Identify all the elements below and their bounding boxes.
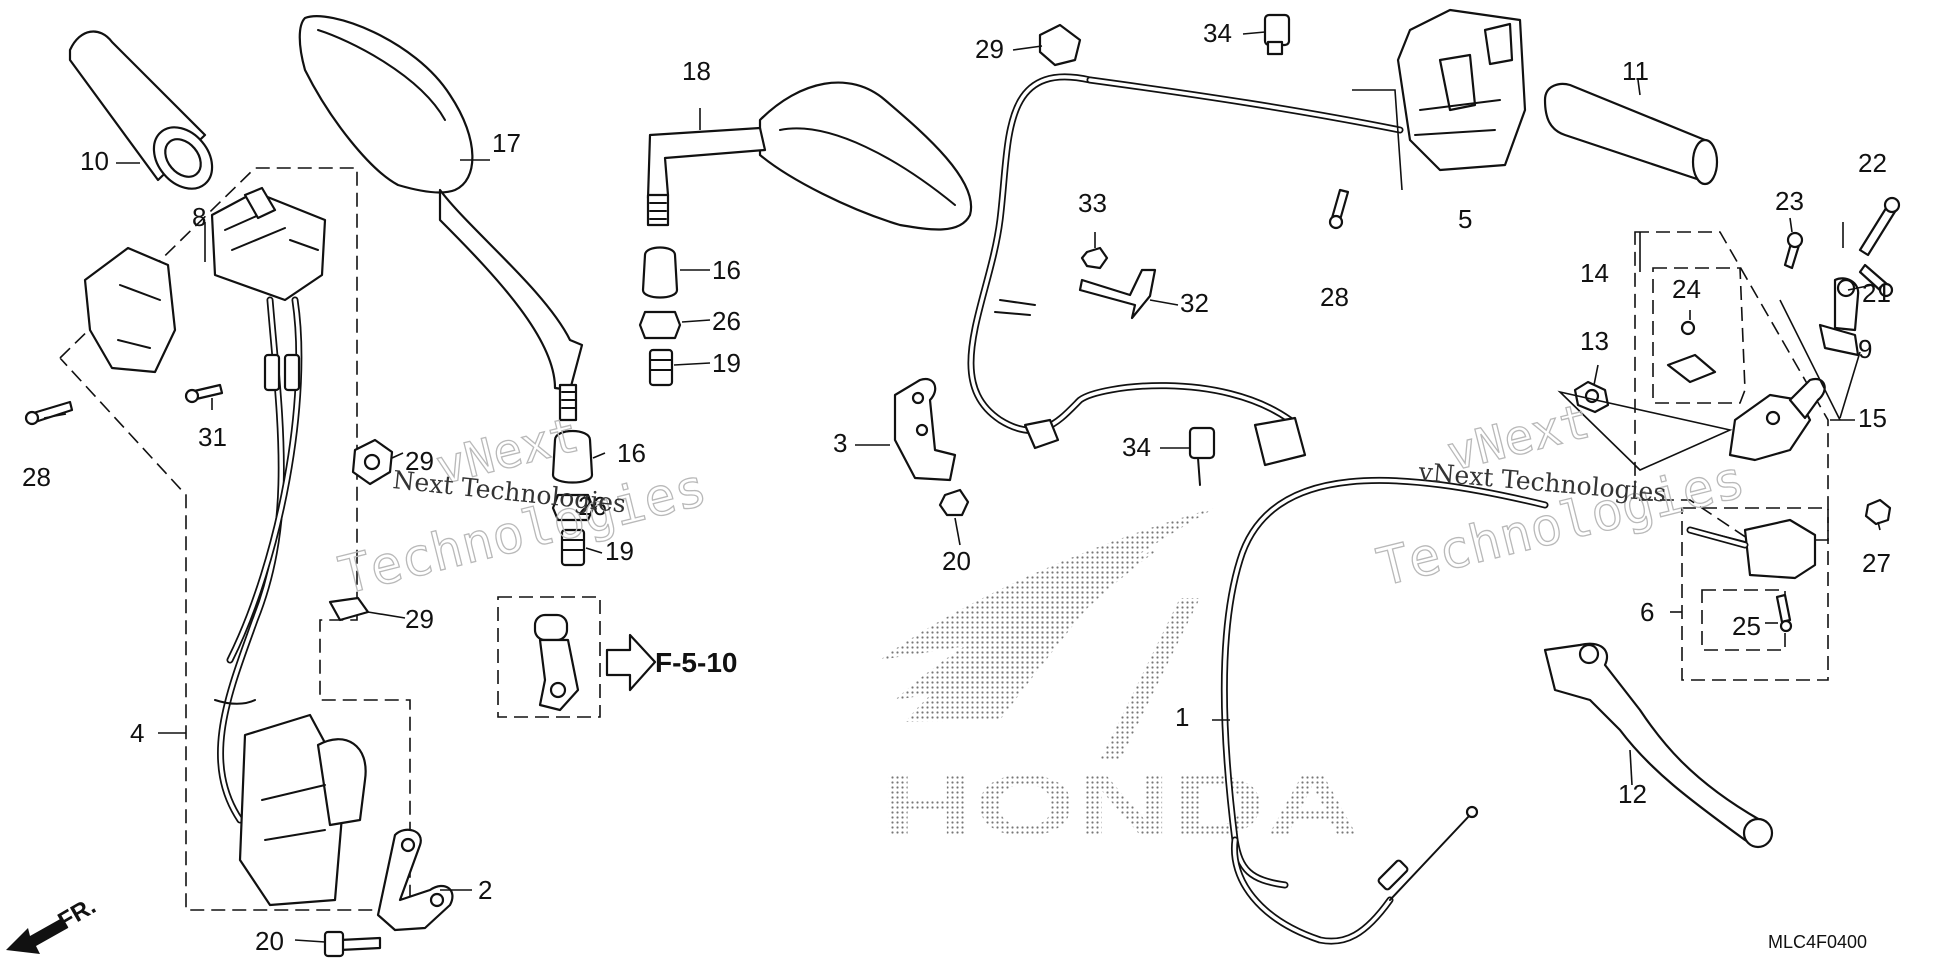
callout-6: 6 [1640, 597, 1654, 627]
callout-18: 18 [682, 56, 711, 86]
lever-bracket-reference-part [533, 613, 580, 712]
callout-16b: 16 [617, 438, 646, 468]
callout-19b: 19 [605, 536, 634, 566]
clamp-bolt[interactable] [1080, 246, 1109, 270]
callout-1: 1 [1175, 702, 1189, 732]
connector-top[interactable] [1263, 13, 1291, 56]
reference-label[interactable]: F-5-10 [655, 647, 737, 678]
right-switch-harness[interactable] [967, 73, 1404, 467]
callout-24: 24 [1672, 274, 1701, 304]
mirror-boot-lower[interactable] [551, 429, 594, 484]
callout-22: 22 [1858, 148, 1887, 178]
holder-bolt-long[interactable] [1858, 196, 1901, 257]
callout-29c: 29 [975, 34, 1004, 64]
callout-29b: 29 [405, 604, 434, 634]
clutch-lever[interactable] [1543, 642, 1774, 849]
harness-bracket[interactable] [893, 377, 957, 482]
right-mirror[interactable] [646, 81, 973, 231]
callout-17: 17 [492, 128, 521, 158]
callout-5: 5 [1458, 204, 1472, 234]
harness-clamp[interactable] [1078, 268, 1157, 320]
leader-lines [43, 31, 1881, 943]
callout-11: 11 [1622, 56, 1649, 86]
callout-28a: 28 [22, 462, 51, 492]
reference-arrow [605, 633, 657, 692]
clutch-switch[interactable] [1686, 518, 1817, 580]
callout-26a: 26 [712, 306, 741, 336]
mirror-adapter-lower[interactable] [560, 528, 586, 567]
callout-32: 32 [1180, 288, 1209, 318]
callout-10: 10 [80, 146, 109, 176]
right-grip[interactable] [1543, 82, 1719, 186]
clutch-lever-bracket[interactable] [1728, 377, 1826, 462]
mirror-nut-lower[interactable] [551, 493, 595, 522]
callout-numbers: 1 2 3 4 5 6 8 9 10 11 12 13 14 15 16 16 … [22, 18, 1891, 956]
holder-bolt-short[interactable] [1858, 263, 1894, 298]
callout-28b: 28 [1320, 282, 1349, 312]
wire-clip-left-upper[interactable] [351, 438, 394, 486]
callout-26b: 26 [578, 491, 607, 521]
clutch-holder-clamp[interactable] [1818, 277, 1860, 357]
diagram-code: MLC4F0400 [1768, 932, 1867, 952]
callout-34a: 34 [1203, 18, 1232, 48]
callout-14: 14 [1580, 258, 1609, 288]
left-mirror[interactable] [298, 15, 584, 422]
lever-pivot-bolt[interactable] [1783, 231, 1804, 270]
right-switch-screw[interactable] [1328, 188, 1350, 230]
callout-29a: 29 [405, 446, 434, 476]
clutch-switch-group-outline [1681, 507, 1829, 681]
callout-9: 9 [1858, 334, 1872, 364]
clutch-switch-screw[interactable] [1775, 593, 1793, 633]
clutch-nut[interactable] [1864, 498, 1892, 526]
wire-clip-top[interactable] [1038, 23, 1082, 67]
left-switch-group-outline [59, 167, 411, 911]
left-switch-cover[interactable] [83, 246, 177, 374]
callout-15: 15 [1858, 403, 1887, 433]
callout-4: 4 [130, 718, 144, 748]
callout-20a: 20 [942, 546, 971, 576]
harness-bracket-bolt[interactable] [938, 488, 970, 517]
left-grip[interactable] [68, 30, 224, 201]
clutch-cable[interactable] [1220, 476, 1549, 945]
mirror-nut-upper[interactable] [638, 310, 682, 340]
callout-2: 2 [478, 875, 492, 905]
lever-bracket-reference-box [497, 596, 601, 718]
left-cover-screw[interactable] [24, 400, 74, 426]
mirror-adapter-upper[interactable] [648, 348, 674, 387]
callout-12: 12 [1618, 779, 1647, 809]
callout-27: 27 [1862, 548, 1891, 578]
lever-mount-screw[interactable] [1666, 320, 1717, 384]
callout-25: 25 [1732, 611, 1761, 641]
clutch-pivot-bolt[interactable] [1573, 380, 1610, 414]
callout-23: 23 [1775, 186, 1804, 216]
callout-21: 21 [1862, 278, 1891, 308]
connector-middle[interactable] [1188, 426, 1216, 486]
front-direction-indicator: FR. [6, 892, 100, 954]
callout-34b: 34 [1122, 432, 1151, 462]
bracket-bolt-left[interactable] [323, 930, 382, 958]
honda-logo-text: HONDA [880, 758, 1360, 854]
left-handlebar-switch[interactable] [210, 186, 327, 302]
lever-screw-group-outline [1652, 267, 1746, 404]
switch-mount-bracket[interactable] [376, 828, 454, 932]
callout-31: 31 [198, 422, 227, 452]
callout-16a: 16 [712, 255, 741, 285]
clutch-switch-screw-outline [1701, 589, 1786, 651]
callout-20b: 20 [255, 926, 284, 956]
left-switch-harness[interactable] [214, 296, 367, 907]
mirror-boot-upper[interactable] [641, 246, 679, 299]
switch-mount-screw[interactable] [184, 383, 224, 404]
clutch-bracket-group-outline [1634, 231, 1829, 541]
right-handlebar-switch[interactable] [1396, 8, 1527, 172]
callout-8: 8 [192, 202, 206, 232]
callout-33: 33 [1078, 188, 1107, 218]
honda-wing-logo: HONDA [880, 508, 1360, 854]
callout-19a: 19 [712, 348, 741, 378]
callout-3: 3 [833, 428, 847, 458]
callout-13: 13 [1580, 326, 1609, 356]
front-arrow-icon [6, 918, 68, 954]
